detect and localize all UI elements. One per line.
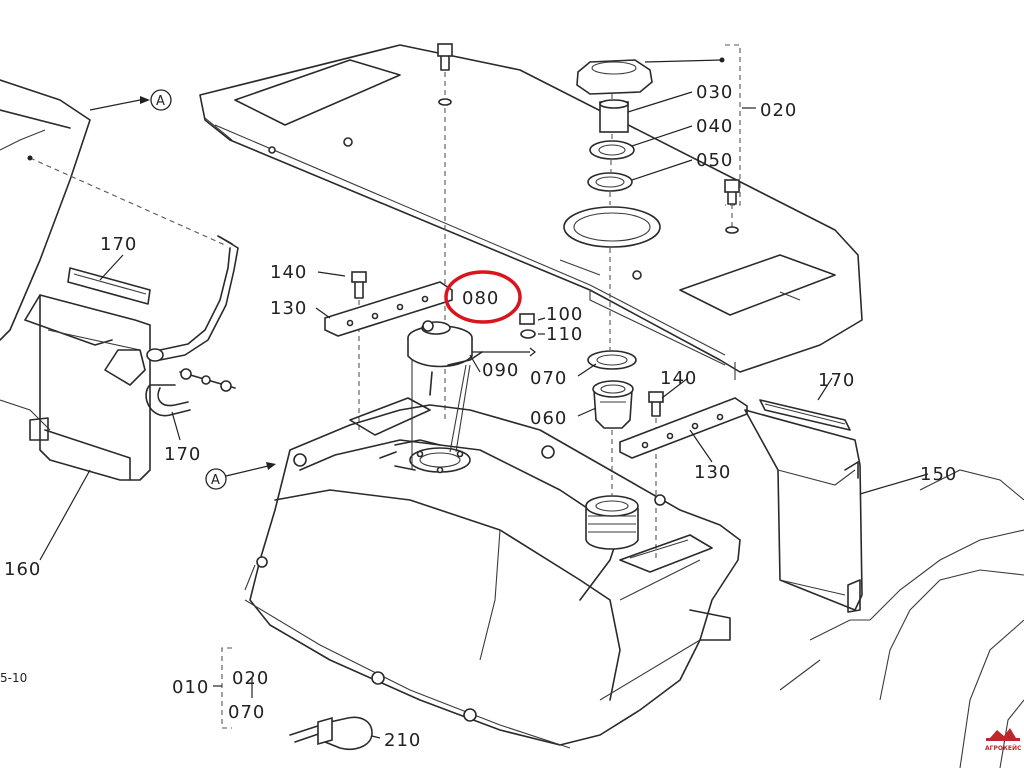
callout-080: 080 [462,288,499,309]
callout-140-left: 140 [270,262,307,283]
callout-210: 210 [384,730,421,751]
page-reference: 5-10 [0,671,27,685]
callout-110: 110 [546,324,583,345]
left-side-panel [0,79,226,431]
ref-marker-a-mid: A [205,462,276,490]
callout-050: 050 [696,150,733,171]
callout-020-bottom: 020 [232,668,269,689]
callout-130-right: 130 [694,462,731,483]
callout-010: 010 [172,677,209,698]
leader-lines [39,57,929,739]
part-070-ring [587,350,637,370]
watermark-logo: АГРОКЕЙС [985,728,1022,752]
part-060-filler-neck [592,380,634,495]
callout-030: 030 [696,82,733,103]
part-130-strap-right [619,397,748,459]
callout-040: 040 [696,116,733,137]
callout-160: 160 [4,559,41,580]
part-140-bolt-right [648,391,664,560]
hood-bolt-right [724,179,740,234]
part-110-washer [520,329,536,339]
highlight-circle-080 [444,270,522,324]
callout-170-right: 170 [818,370,855,391]
callout-140-right: 140 [660,368,697,389]
part-140-bolt-left [351,271,367,430]
part-160-bracket [24,294,151,481]
hood-filler-opening [563,206,661,248]
callout-090: 090 [482,360,519,381]
part-050-ring [587,172,633,192]
part-100-nut [519,313,535,325]
part-130-strap-left [324,281,453,337]
tank-sender-mount [379,439,441,459]
ref-letter-a-top: A [156,94,165,109]
tank-filler-neck [585,495,639,550]
callout-060: 060 [530,408,567,429]
part-040-gasket [589,140,635,160]
ref-letter-a-mid: A [211,473,220,488]
hood-panel [199,44,863,380]
fender-right [779,469,1024,768]
part-030-fuel-cap [576,59,653,133]
callout-170-left: 170 [100,234,137,255]
fuel-tank-body [244,397,741,749]
part-080-fuel-sender [407,320,483,396]
svg-text:АГРОКЕЙС: АГРОКЕЙС [985,744,1022,752]
group-bracket-010 [221,44,741,729]
callout-020-top: 020 [760,100,797,121]
callout-130-left: 130 [270,298,307,319]
callout-150: 150 [920,464,957,485]
part-170-right-strip [759,399,851,431]
ref-marker-a-top: A [89,89,172,111]
part-170-left-strip [67,267,151,305]
part-210-strap [289,716,373,750]
callout-070-bottom: 070 [228,702,265,723]
part-150-bracket [744,409,863,613]
part-170-clip-left [145,384,191,417]
part-090-gasket-mount [394,360,471,474]
callout-100: 100 [546,304,583,325]
callout-170-clip: 170 [164,444,201,465]
callout-070-mid: 070 [530,368,567,389]
breather-hose [146,235,239,392]
